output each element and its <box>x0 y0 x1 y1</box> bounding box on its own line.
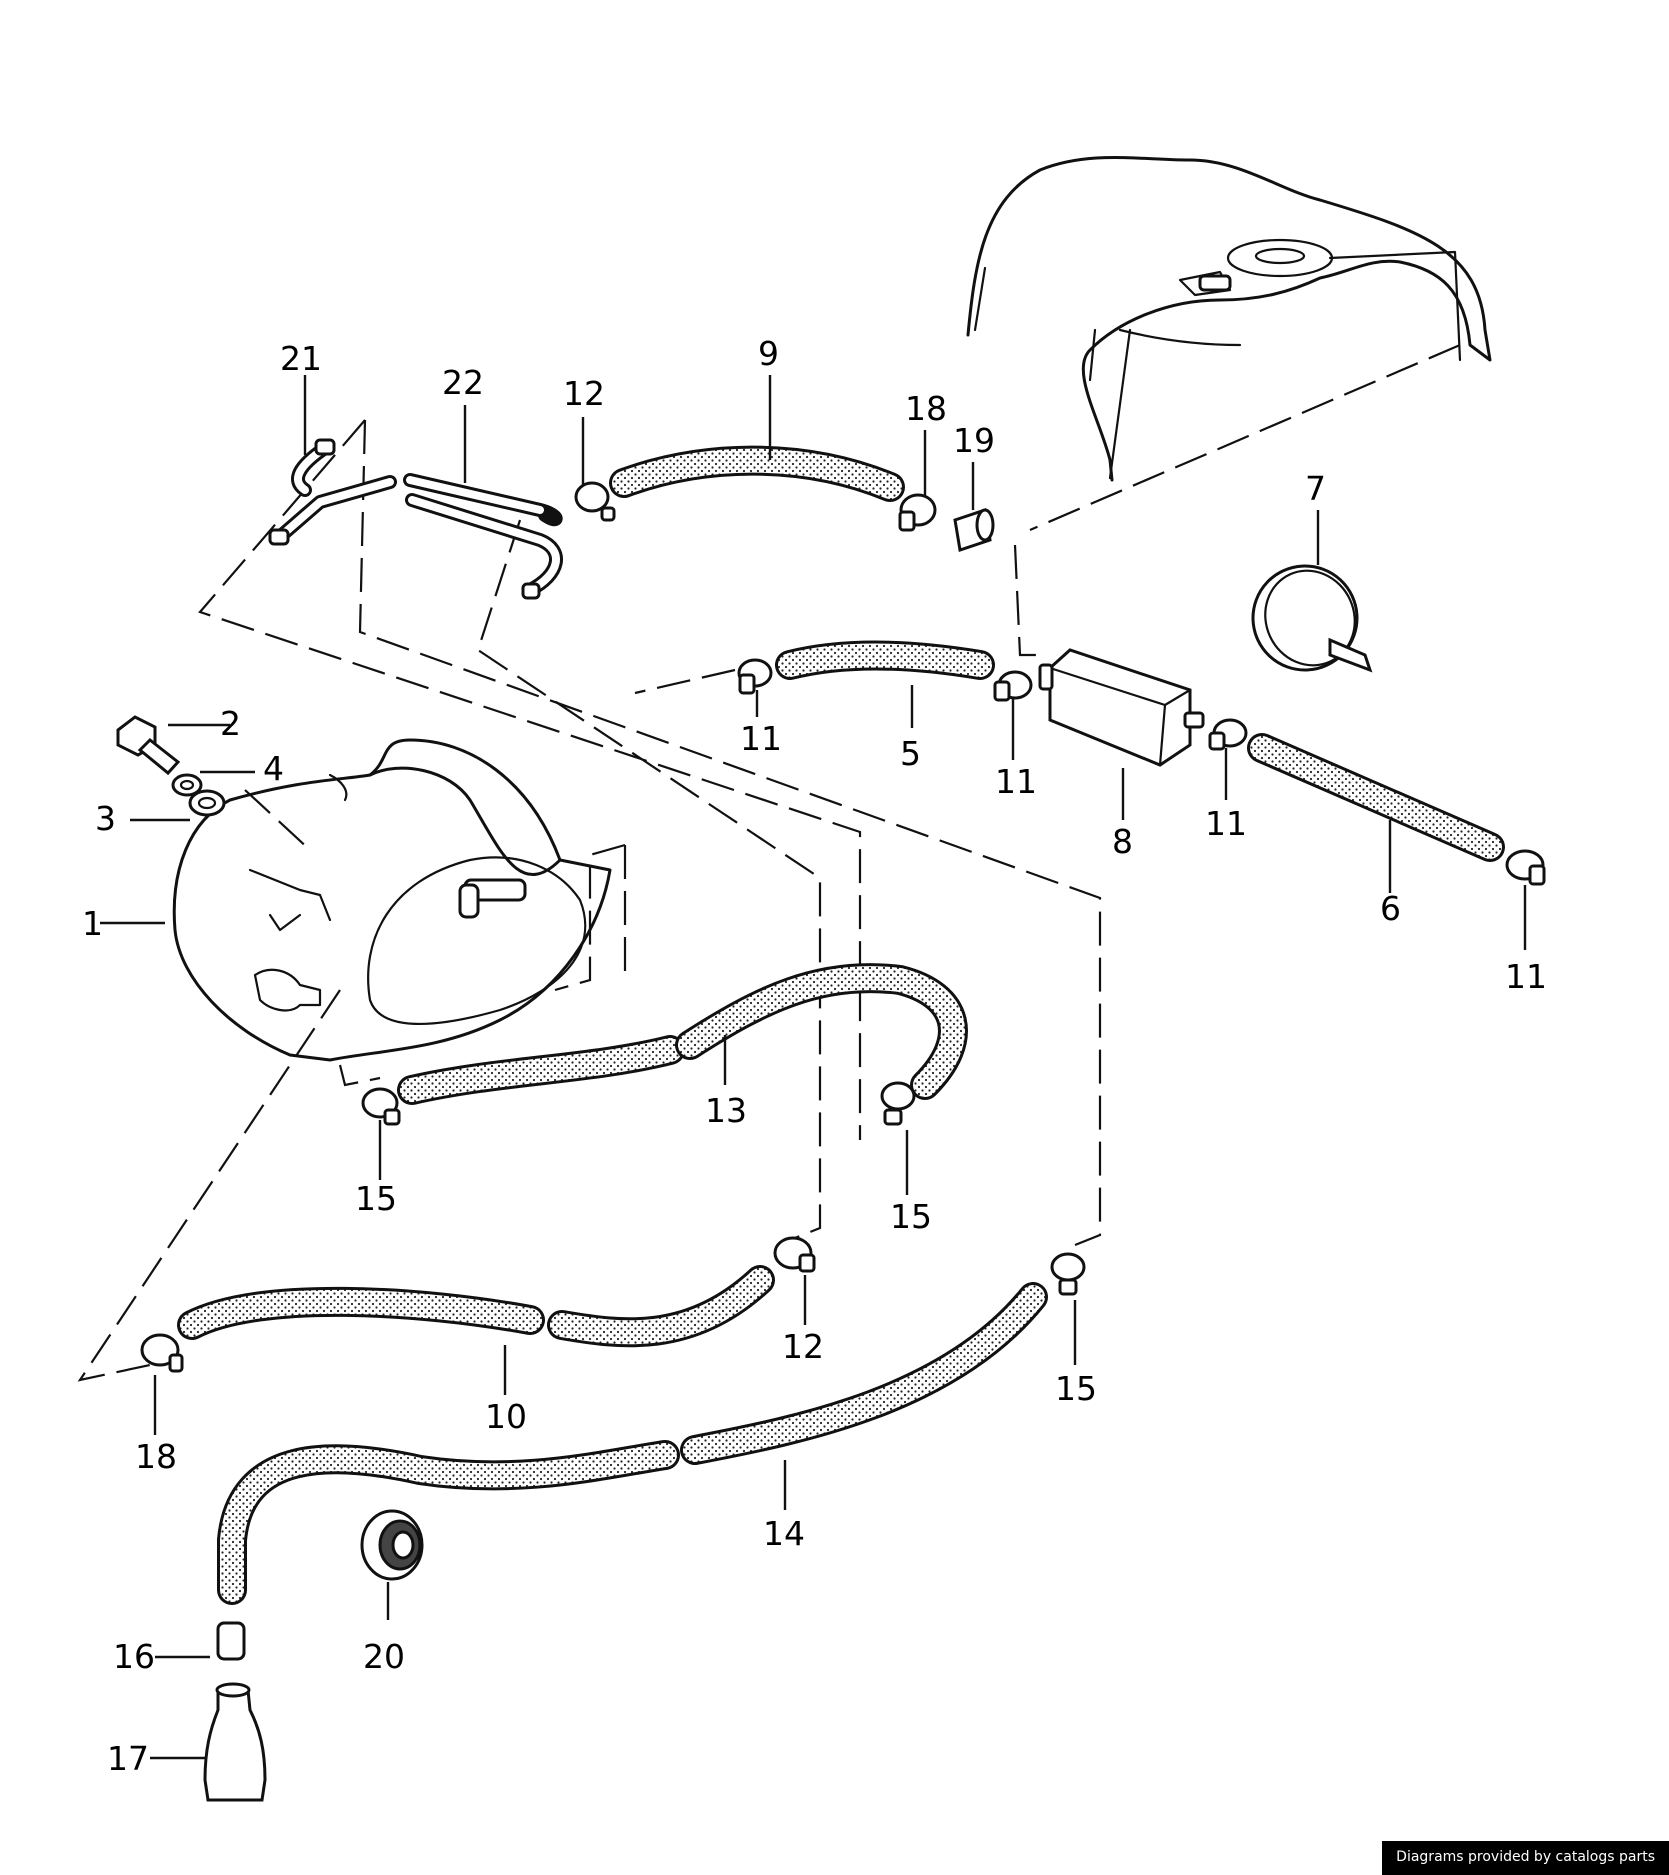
label-2: 2 <box>220 704 241 743</box>
hose-9 <box>609 445 905 502</box>
clamp-12-top <box>574 481 616 522</box>
label-15-c: 15 <box>1055 1369 1097 1408</box>
label-11-d: 11 <box>1505 957 1547 996</box>
label-3: 3 <box>95 799 116 838</box>
clamp-18-bottom <box>140 1333 184 1373</box>
label-7: 7 <box>1305 469 1326 508</box>
hose-6 <box>1247 733 1505 862</box>
label-10: 10 <box>485 1397 527 1436</box>
label-12-top: 12 <box>563 374 605 413</box>
clamp-15-b <box>880 1081 916 1126</box>
ring-3 <box>188 789 226 817</box>
clamp-11-a <box>737 658 773 695</box>
label-16: 16 <box>113 1637 155 1676</box>
washer-4 <box>171 773 203 797</box>
hose-13 <box>397 963 968 1105</box>
hose-5 <box>775 640 995 680</box>
label-8: 8 <box>1112 822 1133 861</box>
part-labels: 21 22 12 9 18 19 7 11 5 11 8 11 6 11 2 4… <box>82 334 1547 1778</box>
label-19: 19 <box>953 421 995 460</box>
label-15-b: 15 <box>890 1197 932 1236</box>
assembly-dashed-lines <box>77 343 1461 1382</box>
label-6: 6 <box>1380 889 1401 928</box>
label-9: 9 <box>758 334 779 373</box>
label-21: 21 <box>280 339 322 378</box>
washer-reservoir <box>172 738 627 1062</box>
clamp-11-b <box>993 670 1033 702</box>
label-14: 14 <box>763 1514 805 1553</box>
label-12-bottom: 12 <box>782 1327 824 1366</box>
sleeve-16 <box>216 1621 246 1661</box>
clamp-12-bottom <box>773 1236 816 1273</box>
label-18-top: 18 <box>905 389 947 428</box>
label-5: 5 <box>900 734 921 773</box>
label-13: 13 <box>705 1091 747 1130</box>
label-11-a: 11 <box>740 719 782 758</box>
label-1: 1 <box>82 904 103 943</box>
label-4: 4 <box>263 749 284 788</box>
hose-14 <box>217 1282 1048 1605</box>
label-15-a: 15 <box>355 1179 397 1218</box>
label-20: 20 <box>363 1637 405 1676</box>
bolt-2 <box>116 715 181 776</box>
pipe-21 <box>268 438 397 546</box>
fuel-filter-8 <box>1038 648 1205 767</box>
clamp-11-c <box>1208 718 1248 751</box>
label-17: 17 <box>107 1739 149 1778</box>
rubber-boot-17 <box>203 1682 267 1802</box>
strap-band-7 <box>1251 564 1373 673</box>
label-11-c: 11 <box>1205 804 1247 843</box>
clamp-15-c <box>1050 1252 1086 1296</box>
sleeve-19 <box>953 508 995 552</box>
label-22: 22 <box>442 363 484 402</box>
label-11-b: 11 <box>995 762 1037 801</box>
label-18-bottom: 18 <box>135 1437 177 1476</box>
hose-10 <box>177 1265 775 1348</box>
clamp-18-top <box>898 493 937 532</box>
clamp-11-d <box>1505 849 1546 886</box>
credit-banner: Diagrams provided by catalogs parts <box>1382 1841 1669 1875</box>
grommet-20 <box>360 1509 424 1581</box>
clamp-15-a <box>361 1087 401 1126</box>
pipe-22 <box>403 473 563 600</box>
fuel-tank-outline <box>966 156 1492 482</box>
leader-lines <box>100 375 1527 1760</box>
